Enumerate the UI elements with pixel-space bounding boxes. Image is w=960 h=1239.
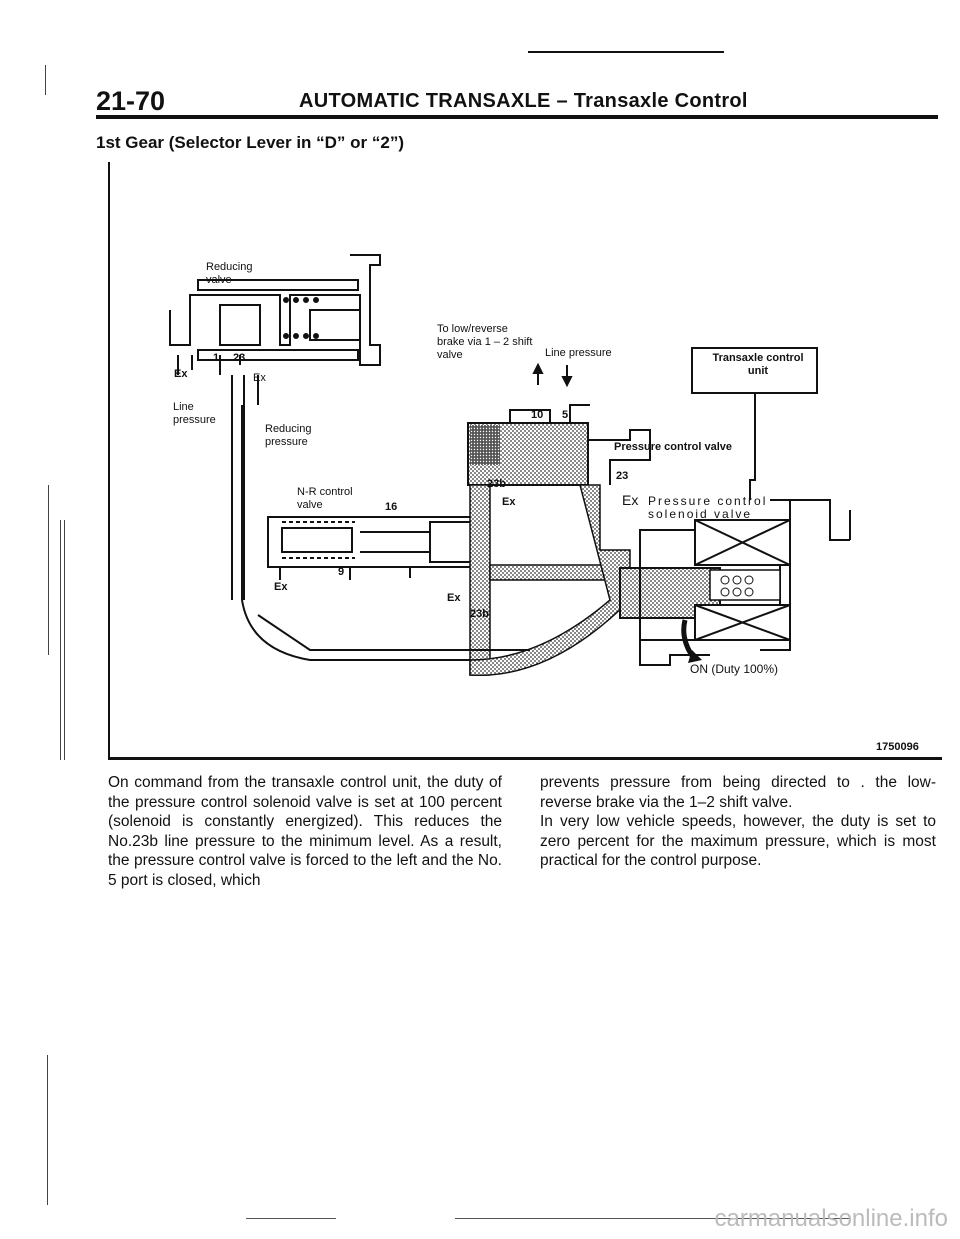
figure-id: 1750096 xyxy=(876,741,919,753)
flow-line xyxy=(257,614,530,651)
label-to-low-reverse: To low/reverse brake via 1 – 2 shift val… xyxy=(437,323,533,361)
label-port-16: 16 xyxy=(385,501,398,513)
label-on-duty: ON (Duty 100%) xyxy=(690,662,779,676)
footer-rule-left xyxy=(246,1218,336,1219)
label-transaxle-control-unit: Transaxle control unit xyxy=(712,352,804,377)
scan-mark xyxy=(64,520,65,760)
label-port-10: 10 xyxy=(531,409,544,421)
scan-mark xyxy=(60,520,61,760)
figure-frame-bottom xyxy=(108,757,942,760)
paragraph-right-text-1: prevents pressure from being directed to… xyxy=(540,774,936,811)
label-port-9: 9 xyxy=(338,566,345,578)
paragraph-left-text: On command from the transaxle control un… xyxy=(108,774,502,889)
label-port-23-top: 23 xyxy=(233,352,246,364)
pressure-control-valve-drawing xyxy=(467,404,651,486)
solenoid-valve-drawing xyxy=(619,499,791,666)
reducing-valve-drawing xyxy=(169,254,381,375)
header-rule xyxy=(96,115,938,119)
section-number: 21-70 xyxy=(96,86,166,116)
top-rule xyxy=(528,51,724,53)
control-unit-drawing xyxy=(691,347,851,541)
label-nr-control-valve: N-R control valve xyxy=(297,486,353,511)
central-fluid-channel xyxy=(469,484,631,677)
watermark: carmanualsonline.info xyxy=(714,1205,948,1232)
label-port-5: 5 xyxy=(562,409,569,421)
label-ex-2: Ex xyxy=(253,372,266,384)
label-ex-5: Ex xyxy=(274,581,288,593)
body-paragraph-right: prevents pressure from being directed to… xyxy=(540,773,936,871)
label-port-23b-bottom: 23b xyxy=(470,608,489,620)
scan-mark xyxy=(45,65,46,95)
figure-frame-left xyxy=(108,162,110,760)
label-ex-1: Ex xyxy=(174,368,188,380)
label-port-1: 1 xyxy=(213,352,220,364)
label-pressure-control-solenoid-valve: Pressure control solenoid valve xyxy=(648,494,768,521)
pressure-arrows xyxy=(532,362,573,388)
hydraulic-circuit-diagram xyxy=(169,254,851,677)
label-port-23b-top: 23b xyxy=(487,478,506,490)
footer-rule-right xyxy=(455,1218,850,1219)
label-ex-3: Ex xyxy=(502,496,516,508)
label-ex-6: Ex xyxy=(447,592,461,604)
label-line-pressure-left: Line pressure xyxy=(173,401,216,426)
label-reducing-pressure: Reducing pressure xyxy=(265,423,312,448)
label-ex-4: Ex xyxy=(622,492,639,508)
page-title: AUTOMATIC TRANSAXLE – Transaxle Control xyxy=(299,90,748,112)
body-paragraph-left: On command from the transaxle control un… xyxy=(108,773,502,891)
label-port-23-right: 23 xyxy=(616,470,629,482)
section-subtitle: 1st Gear (Selector Lever in “D” or “2”) xyxy=(96,133,404,152)
scan-mark xyxy=(48,485,49,655)
paragraph-right-text-2: In very low vehicle speeds, however, the… xyxy=(540,813,936,870)
reducing-pressure-lines xyxy=(231,375,530,661)
label-line-pressure-right: Line pressure xyxy=(545,347,612,359)
label-reducing-valve: Reducing valve xyxy=(206,261,253,286)
nr-control-valve-drawing xyxy=(267,516,479,580)
label-pressure-control-valve: Pressure control valve xyxy=(614,441,733,453)
scan-mark xyxy=(47,1055,48,1205)
